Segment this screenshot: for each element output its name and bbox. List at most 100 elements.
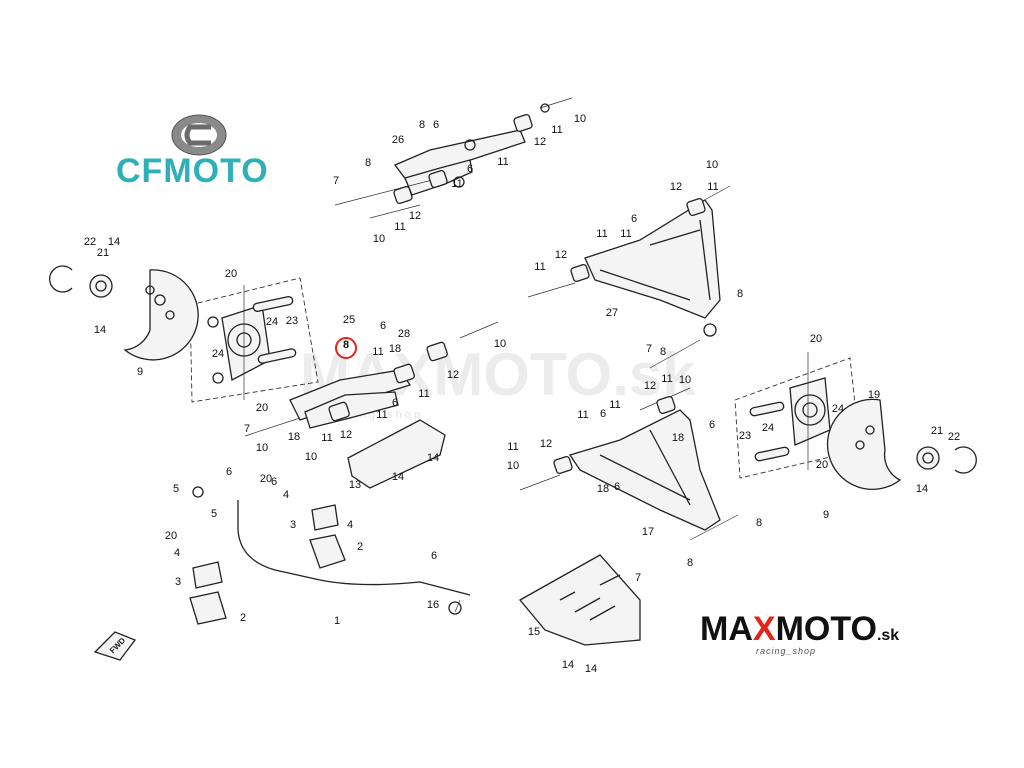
part-callout-4: 4 [174,547,180,559]
part-callout-8: 8 [737,288,743,300]
part-callout-8: 8 [365,157,371,169]
part-callout-16: 16 [427,599,439,611]
part-callout-11: 11 [707,181,718,193]
part-callout-17: 17 [642,526,654,538]
part-callout-26: 26 [392,134,404,146]
part-callout-11: 11 [418,388,429,400]
part-callout-14: 14 [108,236,120,248]
right-brake-disc [826,398,977,490]
part-callout-19: 19 [868,389,880,401]
maxmoto-tagline: racing_shop [756,646,816,656]
part-callout-18: 18 [389,343,401,355]
part-callout-6: 6 [380,320,386,332]
part-callout-12: 12 [409,210,421,222]
cfmoto-logo: CFMOTO [116,114,269,190]
part-callout-14: 14 [585,663,597,675]
part-callout-12: 12 [644,380,656,392]
right-hub-bracket [734,357,861,479]
part-callout-12: 12 [447,369,459,381]
part-callout-11: 11 [620,228,631,240]
skid-plates [347,419,641,646]
skid-plate-large [519,554,641,646]
part-callout-20: 20 [225,268,237,280]
part-callout-10: 10 [507,460,519,472]
part-callout-10: 10 [574,113,586,125]
right-lower-arm-assembly [519,387,739,541]
part-callout-4: 4 [347,519,353,531]
part-callout-6: 6 [600,408,606,420]
brake-disc-left [123,269,199,361]
part-callout-3: 3 [175,576,181,588]
part-callout-23: 23 [739,430,751,442]
part-callout-11: 11 [321,432,332,444]
cfmoto-wordmark: CFMOTO [116,152,269,190]
part-callout-12: 12 [670,181,682,193]
part-callout-27: 27 [606,307,618,319]
part-callout-9: 9 [823,509,829,521]
part-callout-11: 11 [507,441,518,453]
part-callout-6: 6 [271,476,277,488]
part-callout-20: 20 [810,333,822,345]
center-arm-assembly [244,321,499,437]
part-callout-10: 10 [679,374,691,386]
part-callout-6: 6 [614,481,620,493]
right-lower-arm [568,409,721,531]
part-callout-1: 1 [334,615,340,627]
fwd-arrow-icon [93,631,137,661]
part-callout-7: 7 [333,175,339,187]
part-callout-11: 11 [577,409,588,421]
part-callout-12: 12 [540,438,552,450]
part-callout-11: 11 [497,156,508,168]
part-callout-7: 7 [244,423,250,435]
part-callout-12: 12 [555,249,567,261]
part-callout-6: 6 [433,119,439,131]
maxmoto-wordmark: MAXMOTO.sk [700,610,899,648]
part-callout-11: 11 [394,221,405,233]
highlight-ring [335,337,357,359]
part-callout-21: 21 [97,247,109,259]
part-callout-20: 20 [165,530,177,542]
part-callout-14: 14 [427,452,439,464]
part-callout-14: 14 [94,324,106,336]
callout-labels: 1223344455666666666667777888888899101010… [84,113,960,675]
part-callout-11: 11 [372,346,383,358]
part-callout-8: 8 [687,557,693,569]
part-callout-8: 8 [419,119,425,131]
part-callout-23: 23 [286,315,298,327]
part-callout-9: 9 [137,366,143,378]
part-callout-7: 7 [635,572,641,584]
part-callout-11: 11 [451,178,462,190]
part-callout-22: 22 [84,236,96,248]
part-callout-20: 20 [816,459,828,471]
part-callout-11: 11 [376,409,387,421]
part-callout-7: 7 [646,343,652,355]
part-callout-6: 6 [431,550,437,562]
part-callout-11: 11 [596,228,607,240]
part-callout-10: 10 [256,442,268,454]
part-callout-8: 8 [756,517,762,529]
upper-left-arm-assembly [334,97,573,219]
part-callout-5: 5 [211,508,217,520]
part-callout-4: 4 [283,489,289,501]
part-callout-22: 22 [948,431,960,443]
part-callout-21: 21 [931,425,943,437]
part-callout-24: 24 [832,403,844,415]
part-callout-10: 10 [305,451,317,463]
part-callout-24: 24 [266,316,278,328]
stabilizer-bar-rod [237,500,471,596]
part-callout-20: 20 [260,473,272,485]
fwd-direction-marker: FWD [93,631,137,661]
part-callout-6: 6 [631,213,637,225]
part-callout-20: 20 [256,402,268,414]
right-upper-arm [584,199,721,319]
part-callout-14: 14 [916,483,928,495]
part-callout-8: 8 [660,346,666,358]
part-callout-13: 13 [349,479,361,491]
part-callout-10: 10 [373,233,385,245]
part-callout-6: 6 [392,397,398,409]
part-callout-6: 6 [709,419,715,431]
part-callout-11: 11 [551,124,562,136]
part-callout-5: 5 [173,483,179,495]
right-upper-arm-assembly [527,185,731,369]
